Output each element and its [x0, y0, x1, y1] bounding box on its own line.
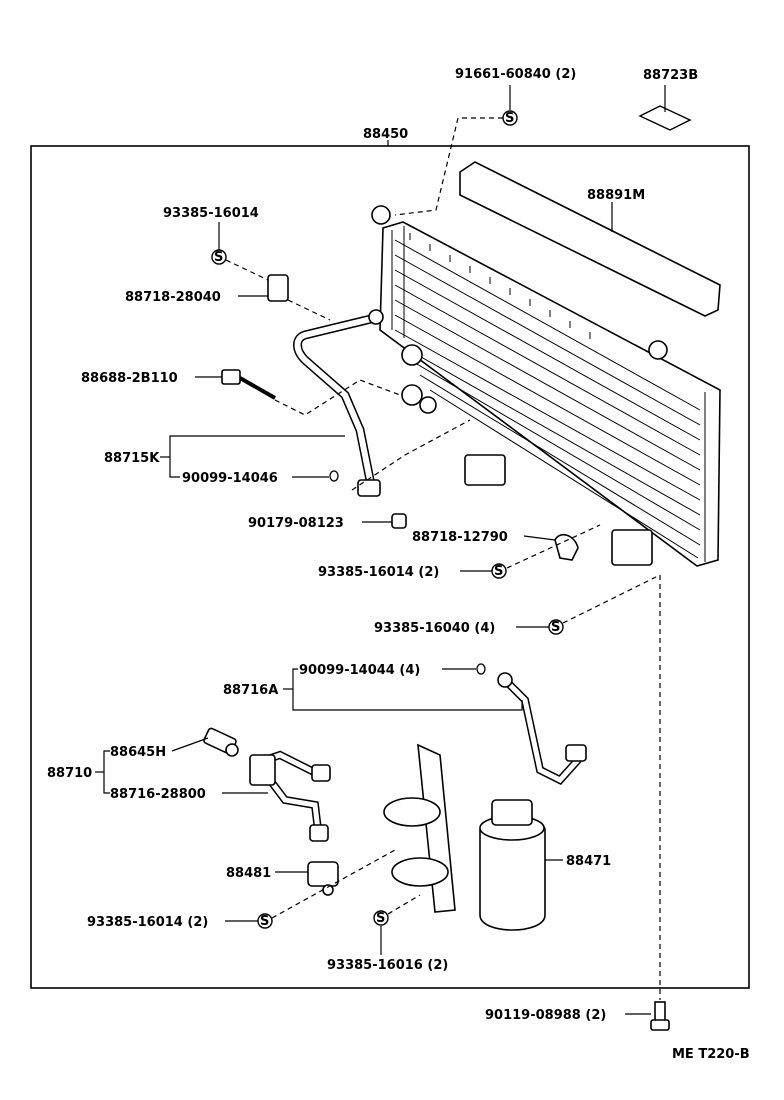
- label-91661: 91661-60840 (2): [455, 67, 576, 82]
- screw-symbol-93385e: S: [373, 910, 389, 926]
- svg-text:S: S: [376, 911, 385, 926]
- screw-symbol-93385c: S: [548, 619, 564, 635]
- label-88688-2b110: 88688-2B110: [81, 371, 178, 386]
- label-90099-14046: 90099-14046: [182, 471, 278, 486]
- label-88450: 88450: [363, 127, 408, 142]
- svg-text:S: S: [214, 250, 223, 265]
- label-88718-28040: 88718-28040: [125, 290, 221, 305]
- label-93385-16040: 93385-16040 (4): [374, 621, 495, 636]
- pressure-switch-88645h: [203, 727, 239, 757]
- thermistor-88688: [221, 369, 276, 400]
- screw-symbol-93385a: S: [211, 249, 227, 265]
- pipe-88716a: [501, 676, 582, 785]
- assembly-frame: [30, 145, 750, 989]
- clip-88718-28040: [267, 274, 289, 302]
- label-93385-16014-d: 93385-16014 (2): [87, 915, 208, 930]
- screw-symbol-93385b: S: [491, 563, 507, 579]
- o-ring-90099-14046: [329, 470, 339, 482]
- svg-text:S: S: [551, 620, 560, 635]
- clamp-88481: [307, 861, 339, 896]
- label-88891m: 88891M: [587, 188, 645, 203]
- label-88481: 88481: [226, 866, 271, 881]
- svg-text:S: S: [260, 914, 269, 929]
- o-ring-90099-14044: [476, 663, 486, 675]
- label-90099-14044: 90099-14044 (4): [299, 663, 420, 678]
- label-88710: 88710: [47, 766, 92, 781]
- label-90179-08123: 90179-08123: [248, 516, 344, 531]
- bolt-90119: [650, 1001, 670, 1031]
- seal-strip-88891m: [459, 161, 721, 317]
- receiver-drier-88471: [479, 799, 546, 931]
- label-88723b: 88723B: [643, 68, 698, 83]
- part-labels: 91661-60840 (2) 88723B 88450 88891M 9338…: [47, 67, 750, 1062]
- svg-text:S: S: [505, 111, 514, 126]
- label-88471: 88471: [566, 854, 611, 869]
- leader-lines: [95, 85, 661, 1015]
- screw-symbol-91661: S: [502, 110, 518, 126]
- clip-88718-12790: [554, 533, 579, 561]
- diagram-code: ME T220-B: [672, 1047, 750, 1062]
- label-tag-88723b: [638, 105, 692, 131]
- condenser-assembly: [371, 205, 721, 567]
- nut-90179: [391, 513, 407, 529]
- label-93385-16014-a: 93385-16014: [163, 206, 259, 221]
- label-93385-16014-b: 93385-16014 (2): [318, 565, 439, 580]
- svg-text:S: S: [494, 564, 503, 579]
- screw-symbol-93385d: S: [257, 913, 273, 929]
- label-88716-28800: 88716-28800: [110, 787, 206, 802]
- label-88716a: 88716A: [223, 683, 278, 698]
- label-90119-08988: 90119-08988 (2): [485, 1008, 606, 1023]
- label-88718-12790: 88718-12790: [412, 530, 508, 545]
- receiver-bracket: [383, 743, 456, 913]
- label-93385-16016: 93385-16016 (2): [327, 958, 448, 973]
- label-88645h: 88645H: [110, 745, 166, 760]
- label-88715k: 88715K: [104, 451, 160, 466]
